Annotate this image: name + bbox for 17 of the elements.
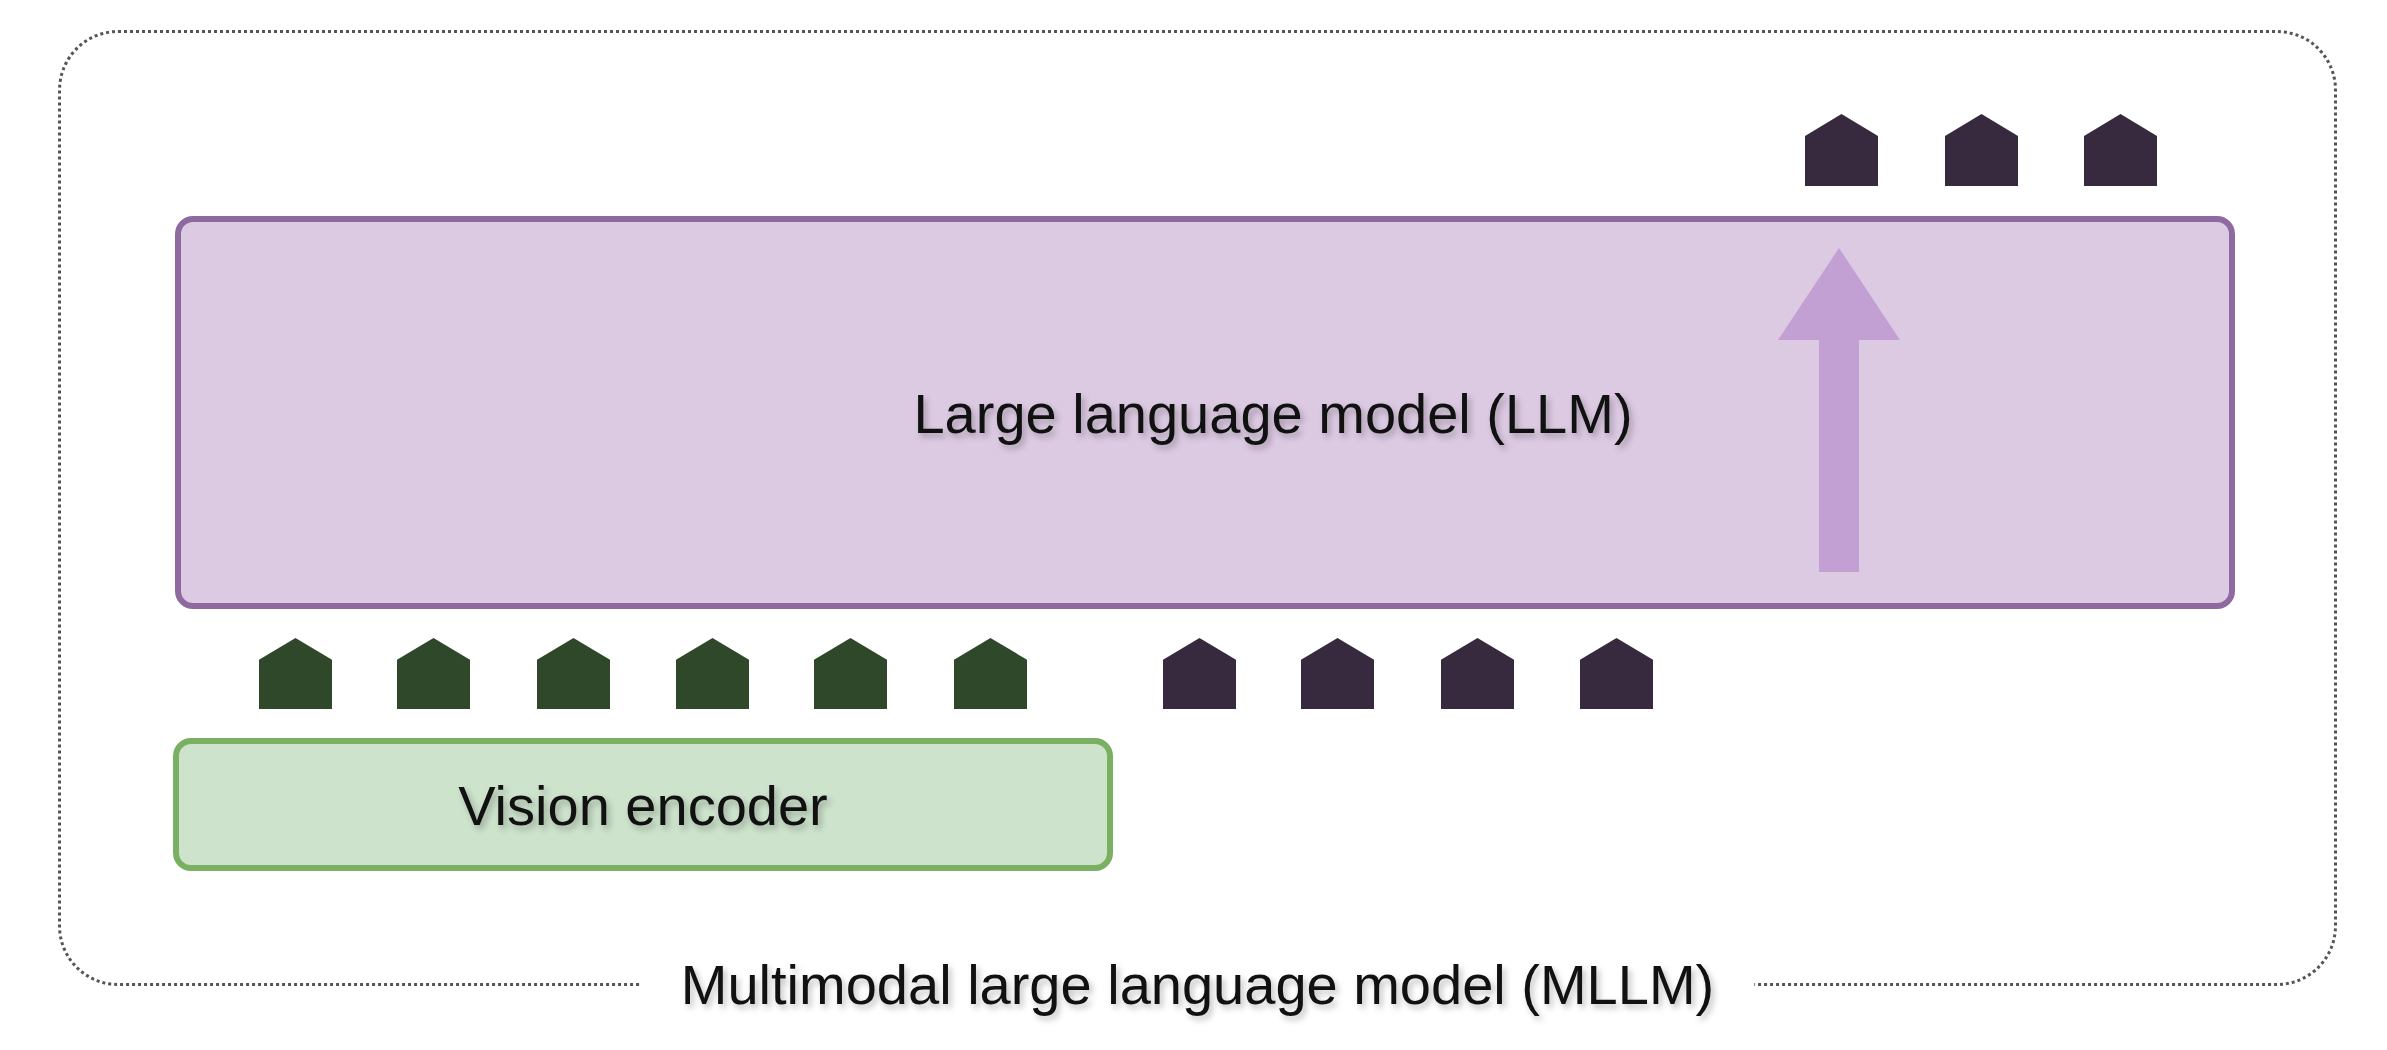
token-shape <box>954 638 1027 709</box>
encoder-box <box>173 738 1113 871</box>
model-box <box>175 216 2235 609</box>
token-shape <box>814 638 887 709</box>
box-title: Vision encoder <box>458 772 828 837</box>
token-shape <box>1945 114 2018 186</box>
token-shape <box>537 638 610 709</box>
token-shape <box>397 638 470 709</box>
token-shape <box>1301 638 1374 709</box>
token-shape <box>1580 638 1653 709</box>
token-shape <box>2084 114 2157 186</box>
token-shape <box>1805 114 1878 186</box>
token-shape <box>1441 638 1514 709</box>
token-shape <box>676 638 749 709</box>
token-shape <box>259 638 332 709</box>
box-title: Large language model (LLM) <box>913 380 1633 445</box>
token-shape <box>1163 638 1236 709</box>
